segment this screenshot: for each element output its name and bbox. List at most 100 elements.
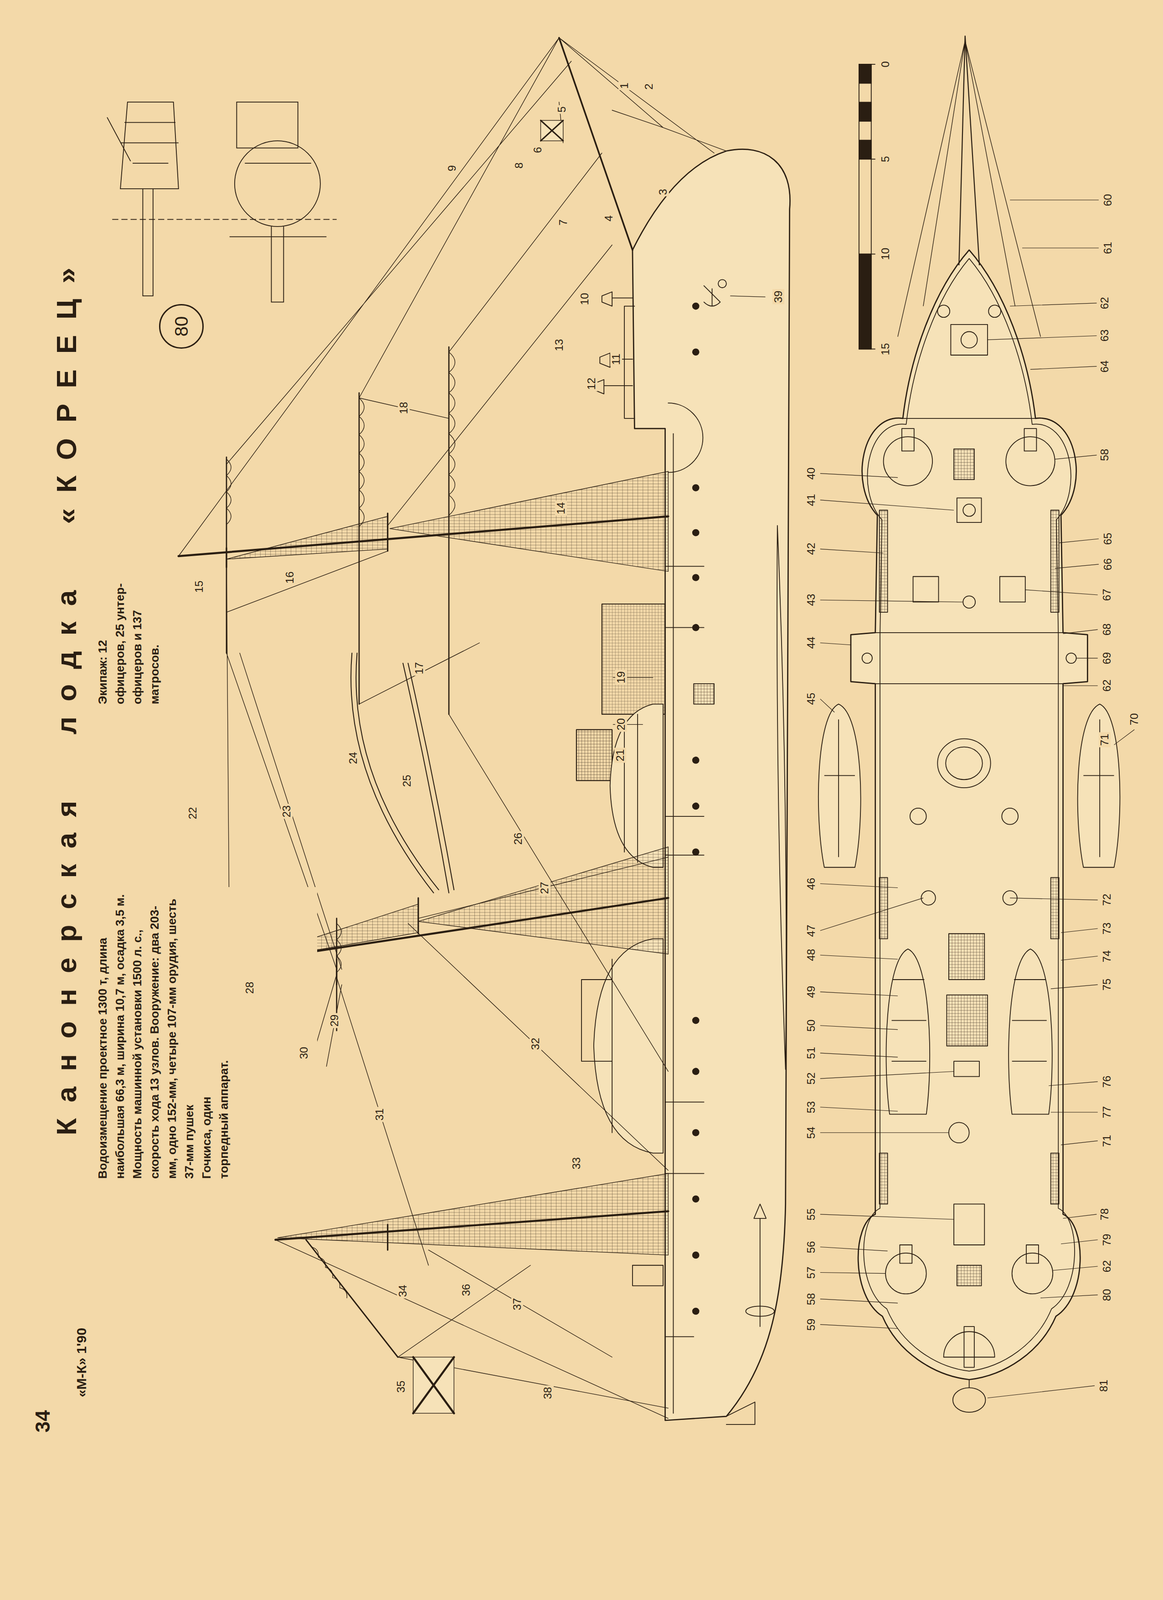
plan-view-part [885,1252,927,1294]
side-view-hull-part [668,402,703,473]
plan-view-part [921,890,936,905]
gun-inset-part [142,188,153,296]
plan-view-part [1001,807,1019,825]
callout-number: 62 [1101,1258,1113,1274]
specification-text: Водоизмещение проектное 1300 т, длина на… [95,893,231,1179]
callout-number: 71 [1101,1132,1113,1148]
masts-and-rigging-part [359,397,365,527]
callout-number: 38 [541,1384,554,1400]
callout-number: 60 [1101,192,1114,208]
masts-and-rigging-part [306,1239,398,1357]
leader-line [820,200,1135,1398]
side-view-hull-part-part [692,1307,700,1315]
callout-number: 43 [805,592,818,608]
callout-number: 12 [585,375,598,392]
side-view-hull-part-part [692,1067,700,1076]
masts-and-rigging-part [226,458,232,525]
side-view-hull-part [665,566,705,1337]
callout-number: 21 [614,747,627,763]
callout-circle: 80 [159,303,204,349]
callout-number: 15 [879,341,892,357]
callout-number: 32 [529,1036,542,1052]
callout-number: 2 [643,82,655,92]
callout-number: 41 [805,492,818,508]
plan-view-part [948,933,985,980]
plan-view-part [850,249,1088,1380]
plan-view-part [910,807,927,825]
plan-view-part [943,1331,995,1357]
callout-number: 27 [538,879,551,896]
callout-number: 58 [805,1291,818,1307]
callout-number: 66 [1101,556,1114,572]
callout-number: 16 [283,570,296,586]
callout-number: 75 [1101,977,1113,993]
plan-view-part [879,509,888,613]
side-view-hull-part [624,306,635,419]
magazine-issue: «М-К» 1'90 [73,1327,90,1397]
callout-number: 57 [805,1264,818,1280]
callout-number: 74 [1101,948,1113,964]
side-view-hull-part [602,603,666,715]
callout-number: 62 [1098,295,1111,311]
plan-view-part [953,1060,980,1077]
callout-number: 62 [1101,678,1113,694]
callout-number: 73 [1101,921,1113,937]
gun-inset-part [236,102,298,149]
side-view-hull-part-part [692,529,700,537]
plan-view-part [948,1121,970,1143]
masts-and-rigging-part [559,37,727,154]
plan-view-part [1050,509,1060,613]
masts-and-rigging-part [389,471,669,572]
callout-number: 31 [373,1106,386,1122]
callout-number: 7 [557,217,570,227]
callout-number: 46 [805,875,818,891]
plan-view-part [953,1203,985,1245]
side-view-hull-part [632,1265,664,1286]
callout-number: 81 [1097,1378,1110,1394]
gun-inset-part [229,163,327,237]
side-view-hull-part-part [692,302,700,310]
side-view-hull-part [777,525,787,1070]
plan-view-part [1024,428,1037,451]
side-view-hull-part [726,1401,756,1425]
callout-number: 19 [615,669,628,685]
gun-inset-part [120,122,179,164]
side-view-hull-part [576,729,613,781]
side-view-hull-part [745,1305,775,1316]
callout-number: 14 [555,500,567,516]
masts-and-rigging-part [226,397,480,705]
callout-number: 77 [1101,1104,1113,1120]
callout-number: 28 [243,980,256,996]
plan-view-part [897,41,1041,337]
plan-view-part [1050,877,1060,939]
callout-number: 53 [805,1099,818,1115]
callout-number: 35 [395,1379,407,1395]
masts-and-rigging-part [540,120,563,141]
masts-and-rigging [178,37,766,1419]
callout-number: 3 [657,187,669,196]
gun-inset-part [271,226,284,303]
side-view-hull-part [624,714,638,863]
callout-number: 56 [805,1239,818,1255]
side-view-hull-part [581,958,613,1133]
masts-and-rigging-part [311,1246,348,1298]
callout-number: 10 [578,291,591,307]
side-view-hull-part-part [692,483,700,492]
callout-number: 11 [610,352,623,367]
masts-and-rigging-part [178,37,613,556]
plan-view-part [937,304,950,318]
plan-view-part [937,738,991,788]
page-number: 34 [31,1410,54,1433]
callout-number: 1 [618,81,631,90]
callout-number: 52 [805,1070,818,1086]
side-view-hull-part [692,302,700,1315]
plan-view-part [952,1387,986,1412]
callout-number: 23 [280,803,293,819]
callout-number: 44 [805,635,818,651]
plan-view-part [875,632,1064,684]
callout-number: 20 [615,716,628,732]
gun-inset-part [112,218,337,220]
callout-number: 64 [1098,358,1111,374]
masts-and-rigging-part [275,714,669,1419]
callout-number: 79 [1101,1232,1113,1248]
